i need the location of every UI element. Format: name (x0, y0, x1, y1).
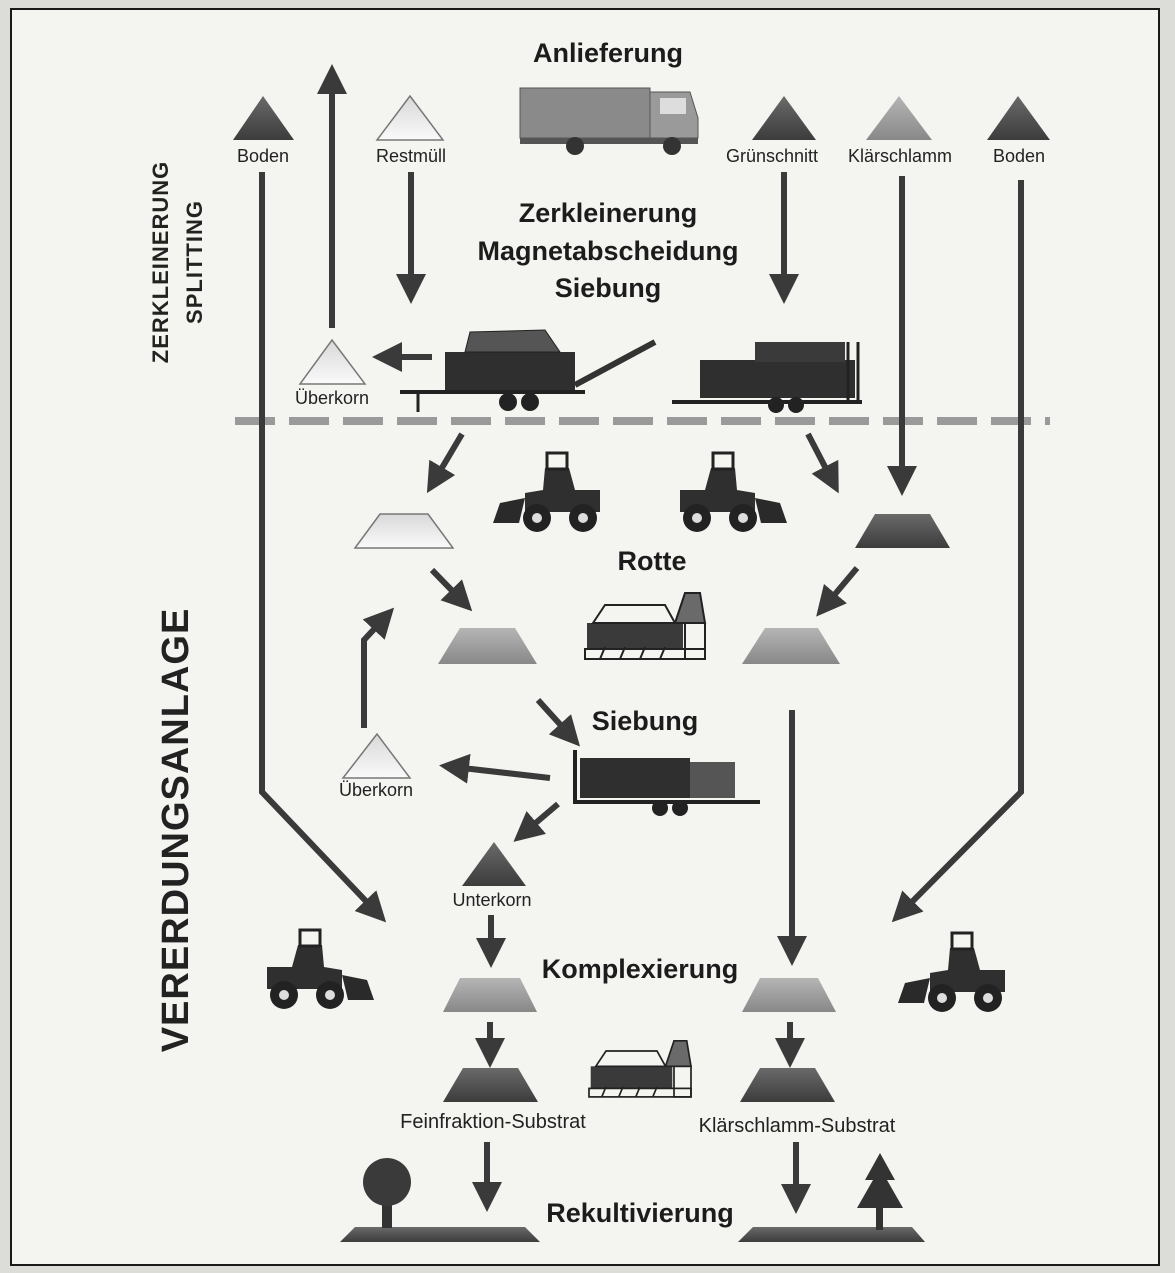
restmuell-pile: Restmüll (375, 94, 446, 166)
heading-komplexierung: Komplexierung (542, 954, 739, 984)
komplex-left-pile (443, 978, 537, 1012)
heading-siebung-mid: Siebung (592, 706, 699, 736)
label-unterkorn: Unterkorn (452, 890, 531, 910)
arrow-to-mix-pile (805, 432, 839, 494)
rotte-left-pile (438, 628, 537, 664)
label-feinfraktion: Feinfraktion-Substrat (400, 1111, 586, 1133)
arrow-to-siebung (535, 697, 581, 747)
arrow-to-rotte-left (429, 567, 473, 612)
ueberkorn-mid-pile: Überkorn (339, 732, 413, 800)
heading-siebung-top: Siebung (555, 273, 662, 303)
label-ueberkorn-mid: Überkorn (339, 780, 413, 800)
wheel-loader-icon (896, 931, 1007, 1014)
heading-zerkleinerung: Zerkleinerung (519, 198, 698, 228)
shredder-trailer-icon (400, 329, 657, 412)
arrow-to-unterkorn (513, 801, 560, 842)
label-boden-right: Boden (993, 146, 1045, 166)
rekult-right-ground (738, 1227, 925, 1242)
arrow-to-restmuell-fine (426, 432, 465, 494)
compost-turner-icon (584, 592, 706, 660)
side-label-splitting: SPLITTING (182, 200, 207, 324)
arrow-ueberkorn-return (361, 607, 395, 728)
compost-turner-icon (588, 1039, 692, 1098)
label-boden-left: Boden (237, 146, 289, 166)
klaerschlamm-substrat-pile (740, 1068, 835, 1102)
rotte-right-pile (742, 628, 840, 664)
label-klaerschlamm: Klärschlamm (848, 146, 952, 166)
arrow-boden-right (891, 180, 1024, 923)
wheel-loader-icon (491, 451, 602, 534)
boden-right-pile: Boden (987, 96, 1050, 166)
screening-trailer-icon (672, 342, 862, 413)
screening-trailer-icon (573, 748, 762, 818)
heading-rekultivierung: Rekultivierung (546, 1198, 734, 1228)
arrow-boden-left (259, 172, 387, 923)
heading-magnetabscheidung: Magnetabscheidung (477, 236, 738, 266)
klaerschlamm-pile: Klärschlamm (848, 96, 952, 166)
gruen-klaer-mix-pile (855, 514, 950, 548)
label-restmuell: Restmüll (376, 146, 446, 166)
arrow-to-rotte-right (816, 566, 860, 617)
flow-arrows (259, 64, 1024, 1214)
wheel-loader-icon (678, 451, 789, 534)
label-gruenschnitt: Grünschnitt (726, 146, 818, 166)
label-klaerschlamm-substrat: Klärschlamm-Substrat (699, 1115, 896, 1137)
gruenschnitt-pile: Grünschnitt (726, 96, 818, 166)
garbage-truck-icon (519, 87, 699, 155)
label-ueberkorn-top: Überkorn (295, 388, 369, 408)
rekult-left-ground (340, 1227, 540, 1242)
conifer-tree-icon (857, 1153, 903, 1230)
heading-rotte: Rotte (618, 546, 687, 576)
komplex-right-pile (742, 978, 836, 1012)
ueberkorn-top-pile: Überkorn (295, 338, 369, 408)
deciduous-tree-icon (363, 1158, 411, 1228)
feinfraktion-substrat-pile (443, 1068, 538, 1102)
side-label-vererdungsanlage: VERERDUNGSANLAGE (155, 608, 197, 1053)
side-label-zerkleinerung: ZERKLEINERUNG (148, 161, 173, 363)
boden-left-pile: Boden (233, 96, 294, 166)
heading-anlieferung: Anlieferung (533, 38, 683, 68)
restmuell-fine-pile (353, 513, 455, 549)
diagram-frame (10, 8, 1160, 1266)
unterkorn-pile: Unterkorn (452, 842, 532, 910)
wheel-loader-icon (265, 928, 376, 1011)
arrow-to-ueberkorn-mid (439, 753, 551, 784)
